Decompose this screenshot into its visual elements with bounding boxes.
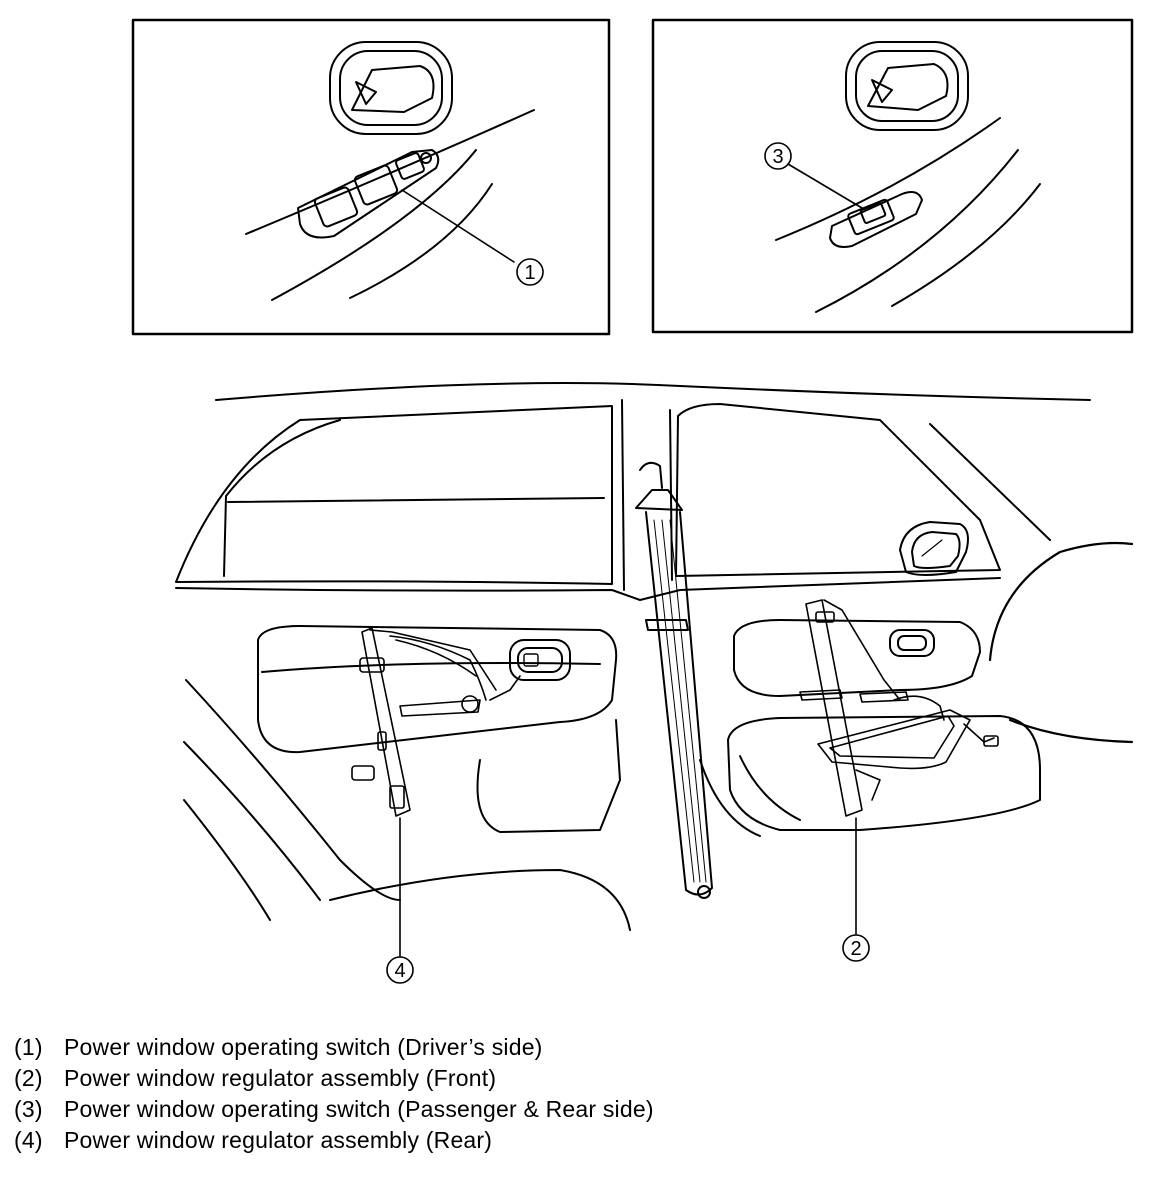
rear-inner-handle (509, 639, 571, 681)
legend-number: (3) (14, 1096, 43, 1122)
inset-passenger-switch: 3 (651, 18, 1134, 334)
legend-item-3: (3) Power window operating switch (Passe… (14, 1096, 1134, 1127)
legend-item-2: (2) Power window regulator assembly (Fro… (14, 1065, 1134, 1096)
front-door-window (675, 403, 1051, 577)
callout-2-label: 2 (850, 938, 861, 960)
passenger-switch-panel (829, 191, 923, 248)
legend-number: (1) (14, 1034, 43, 1060)
callout-4-label: 4 (394, 960, 405, 982)
legend-item-1: (1) Power window operating switch (Drive… (14, 1034, 1134, 1065)
legend-text: Power window regulator assembly (Front) (64, 1065, 497, 1091)
legend-item-4: (4) Power window regulator assembly (Rea… (14, 1127, 1134, 1158)
driver-switch-panel (297, 149, 440, 239)
rear-door-window (175, 405, 613, 585)
inset-driver-switch: 1 (131, 18, 611, 336)
seat-belt (635, 461, 713, 899)
callout-3-label: 3 (772, 146, 783, 168)
callout-1-label: 1 (524, 262, 535, 284)
front-door-trim (699, 619, 1041, 837)
inner-door-handle-passenger (845, 41, 969, 131)
inner-door-handle (329, 41, 453, 135)
diagram-figure: 1 3 (131, 18, 1134, 984)
legend-number: (4) (14, 1127, 43, 1153)
legend-text: Power window operating switch (Passenger… (64, 1096, 654, 1122)
callout-3-circle (764, 142, 792, 170)
legend-text: Power window regulator assembly (Rear) (64, 1127, 493, 1153)
callout-2-circle (842, 934, 870, 962)
front-inner-handle (889, 629, 935, 657)
legend-number: (2) (14, 1065, 43, 1091)
car-interior-view: 4 2 (175, 382, 1134, 984)
callout-4-circle (386, 956, 414, 984)
parts-legend: (1) Power window operating switch (Drive… (14, 1034, 1134, 1158)
front-window-regulator (799, 599, 999, 817)
rear-door-trim (183, 625, 631, 931)
side-mirror (899, 521, 969, 576)
rear-window-regulator (351, 627, 521, 817)
callout-1-circle (516, 258, 544, 286)
legend-text: Power window operating switch (Driver’s … (64, 1034, 543, 1060)
